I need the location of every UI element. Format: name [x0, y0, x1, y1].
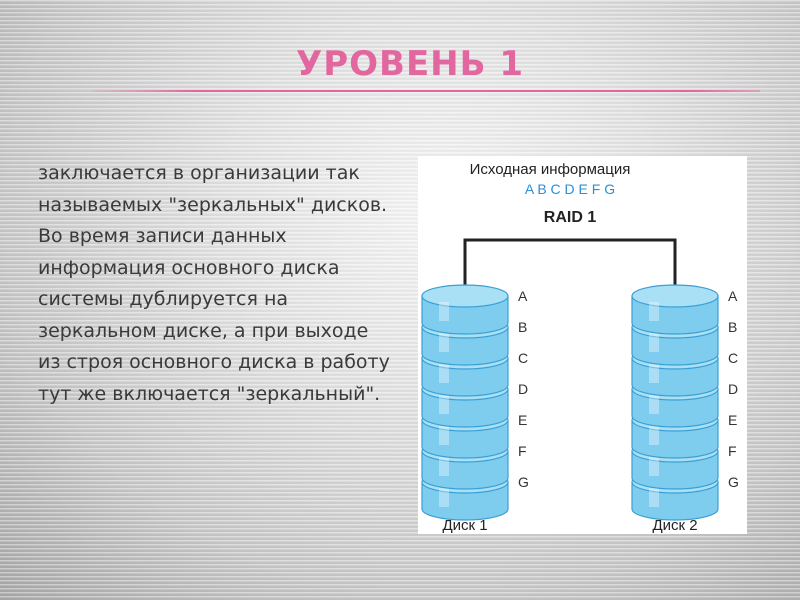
disk-block-label: E [728, 412, 737, 428]
disk-block-label: F [728, 443, 737, 459]
disk-block-label: B [728, 319, 737, 335]
mirror-connector [463, 238, 677, 299]
raid1-diagram: Исходная информация A B C D E F G RAID 1… [418, 156, 747, 534]
disk-block-label: C [518, 350, 528, 366]
disk-block-label: G [518, 474, 529, 490]
disk-block-label: D [518, 381, 528, 397]
disk-platter [421, 284, 509, 335]
disk-block-label: G [728, 474, 739, 490]
disk-block-label: C [728, 350, 738, 366]
raid-label: RAID 1 [544, 209, 597, 226]
disk-block-label: A [518, 288, 528, 304]
disk-platter [631, 284, 719, 335]
disk-label: Диск 1 [442, 517, 487, 534]
diagram-heading: Исходная информация [470, 161, 631, 178]
body-paragraph: заключается в организации так называемых… [38, 162, 390, 405]
slide-title: УРОВЕНЬ 1 [296, 44, 525, 84]
disk-block-label: E [518, 412, 527, 428]
disk-label: Диск 2 [652, 517, 697, 534]
disk-block-label: A [728, 288, 738, 304]
data-letters: A B C D E F G [525, 181, 615, 197]
disk-block-label: D [728, 381, 738, 397]
title-divider [92, 90, 760, 92]
disk-block-label: B [518, 319, 527, 335]
disk-block-label: F [518, 443, 527, 459]
